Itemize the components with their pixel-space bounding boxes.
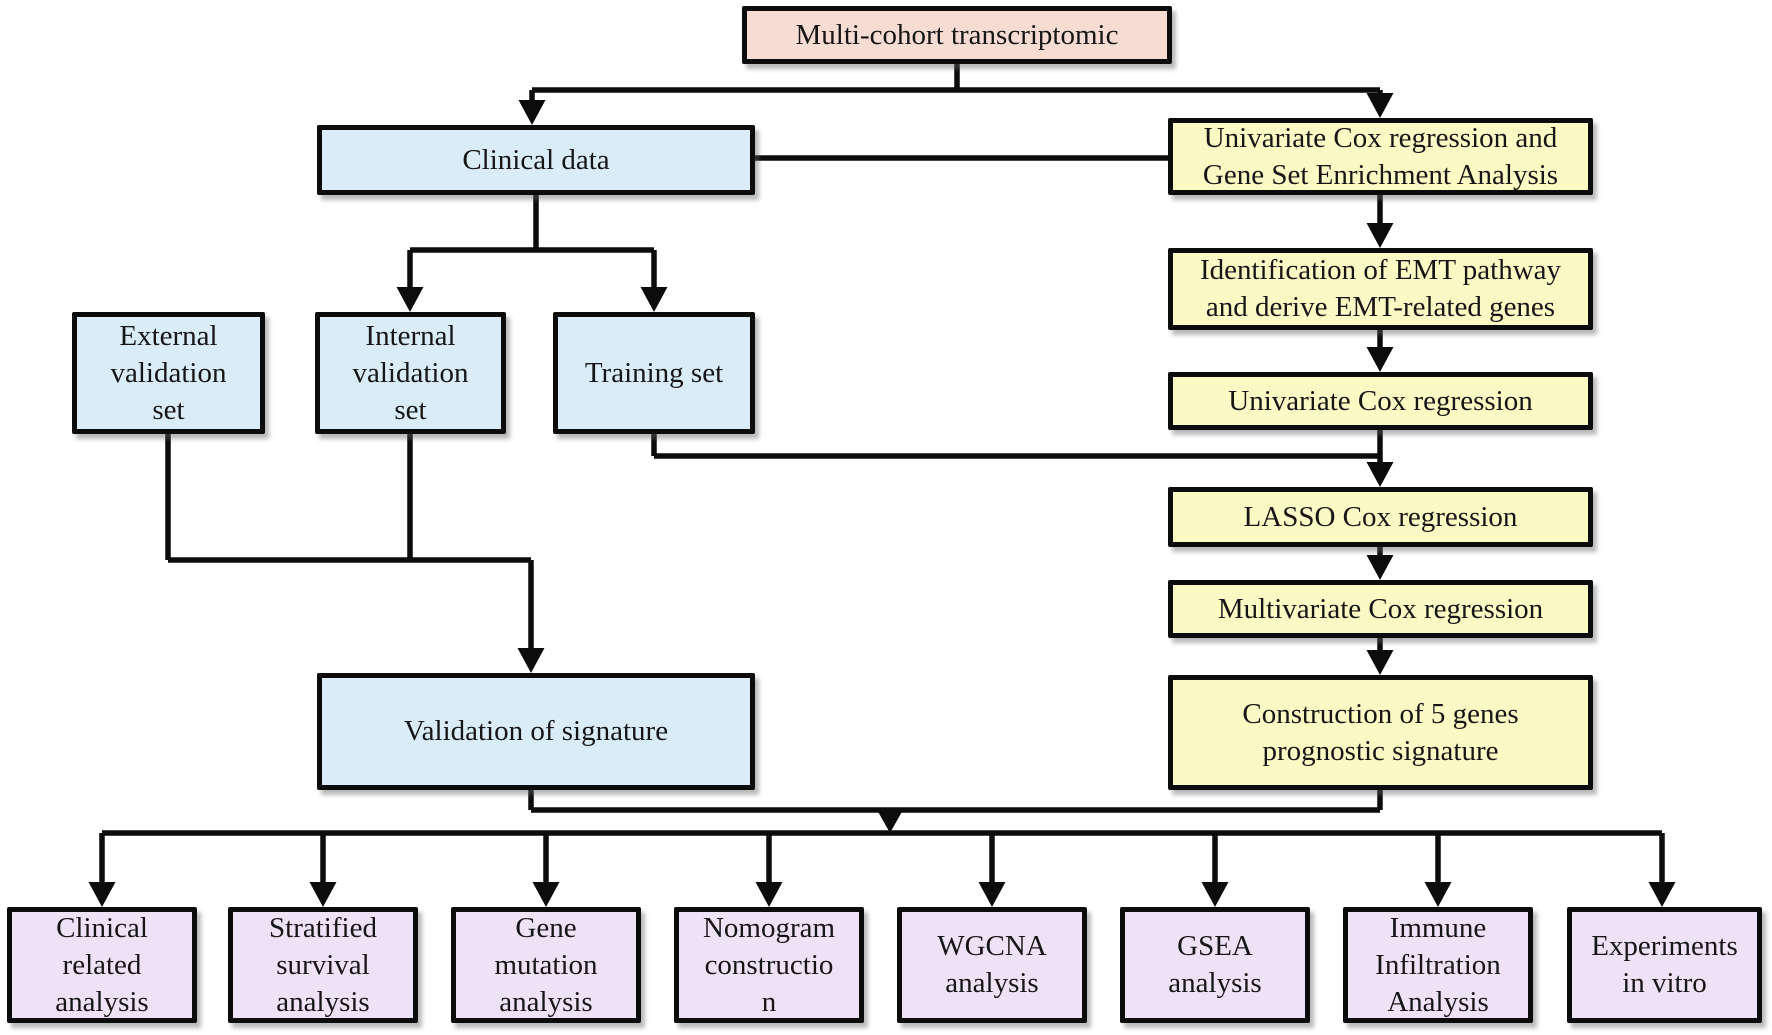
node-label: WGCNA analysis (937, 930, 1047, 999)
node-univariate-cox-regression: Univariate Cox regression (1168, 372, 1593, 430)
node-label: Internal validation set (352, 319, 469, 426)
node-immune-infiltration-analysis: Immune Infiltration Analysis (1343, 907, 1533, 1023)
arrowhead-to-construction-signature (1366, 650, 1394, 675)
node-label: Nomogram constructio n (702, 911, 836, 1018)
node-multivariate-cox-regression: Multivariate Cox regression (1168, 580, 1593, 638)
arrowhead-to-internal-validation (396, 287, 424, 312)
arrowhead-to-training-set (640, 287, 668, 312)
node-lasso-cox-regression: LASSO Cox regression (1168, 487, 1593, 547)
node-label: Clinical related analysis (55, 911, 149, 1018)
node-multi-cohort-transcriptomic: Multi-cohort transcriptomic (742, 6, 1172, 64)
connector-validation-sets-merge (165, 434, 545, 673)
arrowhead-to-wgcna (978, 882, 1006, 907)
node-nomogram-construction: Nomogram constructio n (674, 907, 864, 1023)
arrowhead-to-nomogram (755, 882, 783, 907)
arrowhead-to-emt-identification (1366, 223, 1394, 248)
arrowhead-to-distribution-rail (876, 809, 904, 833)
node-label: External validation set (110, 319, 227, 426)
node-label: Training set (584, 356, 724, 389)
arrowhead-to-clinical-related (88, 882, 116, 907)
connector-source-split (518, 62, 1394, 125)
arrowhead-to-experiments (1648, 882, 1676, 907)
node-label: Identification of EMT pathway and derive… (1199, 254, 1562, 323)
node-label: Univariate Cox regression (1228, 384, 1533, 417)
node-gene-mutation-analysis: Gene mutation analysis (451, 907, 641, 1023)
node-label: Construction of 5 genes prognostic signa… (1242, 697, 1519, 767)
arrowhead-to-validation-signature (517, 648, 545, 673)
connector-distribution-rail (88, 830, 1676, 907)
node-clinical-related-analysis: Clinical related analysis (7, 907, 197, 1023)
connector-emt-to-univariate-cox (1366, 330, 1394, 372)
node-label: Stratified survival analysis (269, 911, 377, 1018)
connector-gsea-to-emt (1366, 195, 1394, 248)
node-label: LASSO Cox regression (1243, 500, 1518, 533)
connector-training-to-lasso (651, 434, 1380, 459)
node-label: Univariate Cox regression and Gene Set E… (1202, 121, 1559, 191)
node-label: Validation of signature (403, 715, 669, 747)
arrowhead-to-multivariate-cox (1366, 555, 1394, 580)
node-validation-of-signature: Validation of signature (317, 673, 755, 790)
node-label: Gene mutation analysis (494, 911, 598, 1018)
node-training-set: Training set (553, 312, 755, 434)
connector-multivariate-to-construction (1366, 638, 1394, 675)
node-wgcna-analysis: WGCNA analysis (897, 907, 1087, 1023)
node-univariate-cox-gsea: Univariate Cox regression and Gene Set E… (1168, 118, 1593, 195)
connector-bottom-merge (528, 790, 1383, 833)
arrowhead-to-immune-infiltration (1424, 882, 1452, 907)
arrowhead-to-clinical-data (518, 100, 546, 125)
arrowhead-to-gene-mutation (532, 882, 560, 907)
node-external-validation-set: External validation set (72, 312, 265, 434)
connector-clinical-split (396, 195, 668, 312)
node-clinical-data: Clinical data (317, 125, 755, 195)
node-label: Immune Infiltration Analysis (1375, 911, 1501, 1018)
node-emt-identification: Identification of EMT pathway and derive… (1168, 248, 1593, 330)
arrowhead-to-univariate-gsea (1366, 93, 1394, 118)
node-label: Multivariate Cox regression (1217, 592, 1544, 625)
arrowhead-to-gsea (1201, 882, 1229, 907)
node-experiments-in-vitro: Experiments in vitro (1567, 907, 1762, 1023)
node-label: Multi-cohort transcriptomic (795, 18, 1119, 51)
node-construction-signature: Construction of 5 genes prognostic signa… (1168, 675, 1593, 790)
arrowhead-to-lasso-cox (1366, 462, 1394, 487)
arrowhead-to-stratified-survival (309, 882, 337, 907)
node-label: Clinical data (462, 143, 610, 176)
node-internal-validation-set: Internal validation set (315, 312, 506, 434)
node-gsea-analysis: GSEA analysis (1120, 907, 1310, 1023)
node-label: GSEA analysis (1168, 930, 1262, 999)
node-stratified-survival-analysis: Stratified survival analysis (228, 907, 418, 1023)
connector-univariate-to-lasso (1366, 430, 1394, 487)
arrowhead-to-univariate-cox (1366, 347, 1394, 372)
connector-lasso-to-multivariate (1366, 547, 1394, 580)
node-label: Experiments in vitro (1591, 930, 1738, 999)
